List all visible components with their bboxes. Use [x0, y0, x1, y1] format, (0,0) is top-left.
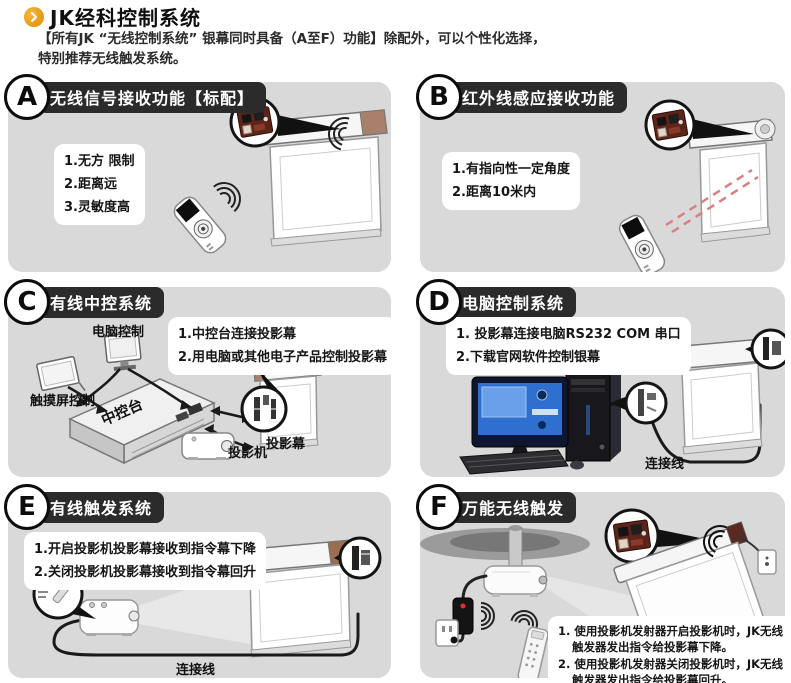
- remote-signal-waves-icon: [510, 610, 538, 628]
- page-subtitle: 【所有JK “无线控制系统” 银幕同时具备（A至F）功能】除配外，可以个性化选择…: [38, 29, 546, 69]
- panel-d-diagram: [459, 328, 785, 475]
- feature-item: 3.灵敏度高: [64, 200, 130, 215]
- projector-icon: [181, 432, 235, 460]
- subtitle-line-2: 特别推荐无线触发系统。: [38, 51, 187, 67]
- label-screen: 投影幕: [266, 437, 306, 452]
- mount-bracket-callout: [745, 328, 785, 370]
- feature-item: 2.用电脑或其他电子产品控制投影幕: [178, 350, 387, 365]
- mount-bracket-callout: [334, 536, 382, 580]
- projector-icon: [79, 599, 140, 636]
- feature-item: 1.开启投影机投影幕接收到指令幕下降: [34, 542, 256, 557]
- touchscreen-icon: [36, 355, 86, 392]
- page-title: JK经科控制系统: [50, 6, 201, 30]
- mount-bracket-callout: [240, 367, 288, 433]
- trigger-signal-waves-icon: [480, 602, 495, 630]
- panel-e-badge: E: [4, 484, 50, 530]
- ceiling-mount-illustration: [420, 525, 590, 571]
- remote-signal-waves-icon: [213, 182, 241, 213]
- feature-item: 2.距离远: [64, 177, 117, 192]
- panel-e: E 有线触发系统: [4, 484, 391, 678]
- feature-item: 1.有指向性一定角度: [452, 162, 570, 177]
- desktop-computer-illustration: [459, 365, 621, 475]
- chevron-right-icon: [24, 7, 44, 27]
- panel-c-diagram: [36, 331, 322, 465]
- subtitle-line-1: 【所有JK “无线控制系统” 银幕同时具备（A至F）功能】除配外，可以个性化选择…: [38, 31, 546, 47]
- label-projector: 投影机: [228, 446, 268, 461]
- label-cable: 连接线: [645, 457, 685, 472]
- panel-a-badge: A: [4, 74, 50, 120]
- infrared-beam: [665, 168, 759, 234]
- panel-c-title: 有线中控系统: [38, 287, 165, 318]
- feature-item: 1.中控台连接投影幕: [178, 327, 296, 342]
- panel-a-diagram: [173, 96, 388, 254]
- remote-control-icon: [517, 626, 549, 678]
- screen-power-plug: [737, 535, 777, 575]
- label-cable: 连接线: [176, 663, 216, 678]
- panel-f: F 万能无线触发: [416, 484, 791, 683]
- projection-screen-illustration: [259, 109, 388, 247]
- feature-item: 2.关闭投影机投影幕接收到指令幕回升: [34, 565, 256, 580]
- panel-e-title: 有线触发系统: [38, 492, 165, 523]
- feature-item: 2.下载官网软件控制银幕: [456, 350, 600, 365]
- remote-control-icon: [173, 196, 227, 254]
- screen-signal-waves-icon: [703, 525, 728, 558]
- panel-d: D 电脑控制系统: [416, 279, 785, 477]
- circuit-board-callout: [604, 508, 720, 564]
- feature-item: 2. 使用投影机发射器关闭投影机时，JK无线触发器发出指令给投影幕回升。: [558, 657, 784, 683]
- computer-monitor-icon: [103, 331, 142, 372]
- panel-f-title: 万能无线触发: [450, 492, 577, 523]
- connection-cable: [52, 612, 360, 657]
- panel-d-badge: D: [416, 279, 462, 325]
- wall-outlet-icon: [435, 619, 459, 647]
- feature-item: 1. 投影幕连接电脑RS232 COM 串口: [456, 327, 681, 342]
- panel-d-feature-list: 1. 投影幕连接电脑RS232 COM 串口 2.下载官网软件控制银幕: [446, 317, 691, 375]
- panel-f-feature-list: 1. 使用投影机发射器开启投影机时，JK无线触发器发出指令给投影幕下降。 2. …: [548, 616, 791, 683]
- panel-b: B 红外线感应接收功能: [416, 74, 785, 272]
- label-computer-control: 电脑控制: [92, 325, 145, 340]
- circuit-board-callout: [644, 99, 754, 151]
- panel-c: C 有线中控系统: [4, 279, 397, 477]
- panel-b-diagram: [618, 99, 776, 272]
- panel-a: A 无线信号接收功能【标配】: [4, 74, 391, 272]
- feature-item: 2.距离10米内: [452, 185, 537, 200]
- projector-icon: [483, 565, 548, 597]
- panel-f-badge: F: [416, 484, 462, 530]
- panel-d-title: 电脑控制系统: [450, 287, 577, 318]
- feature-item: 1. 使用投影机发射器开启投影机时，JK无线触发器发出指令给投影幕下降。: [558, 624, 784, 654]
- panel-c-badge: C: [4, 279, 50, 325]
- panel-c-feature-list: 1.中控台连接投影幕 2.用电脑或其他电子产品控制投影幕: [168, 317, 397, 375]
- panel-b-title: 红外线感应接收功能: [450, 82, 628, 113]
- connector-callout: [610, 381, 668, 425]
- central-console-illustration: [68, 378, 216, 465]
- panel-b-badge: B: [416, 74, 462, 120]
- panel-a-feature-list: 1.无方 限制 2.距离远 3.灵敏度高: [54, 144, 145, 225]
- feature-item: 1.无方 限制: [64, 154, 135, 169]
- remote-control-icon: [618, 214, 666, 272]
- panel-b-feature-list: 1.有指向性一定角度 2.距离10米内: [442, 152, 580, 210]
- label-touchscreen-control: 触摸屏控制: [30, 394, 96, 409]
- panel-e-feature-list: 1.开启投影机投影幕接收到指令幕下降 2.关闭投影机投影幕接收到指令幕回升: [24, 532, 266, 590]
- panel-a-title: 无线信号接收功能【标配】: [38, 82, 267, 113]
